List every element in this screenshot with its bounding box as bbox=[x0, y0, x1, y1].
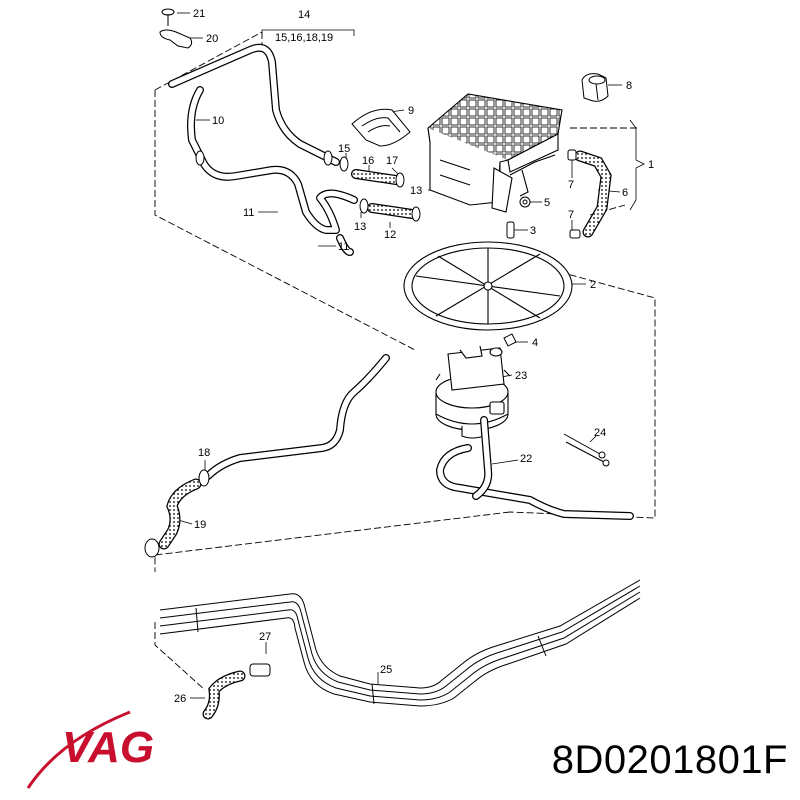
callout-13-upper: 13 bbox=[410, 185, 422, 197]
callout-1: 1 bbox=[648, 159, 654, 171]
hose-clamps bbox=[144, 149, 581, 677]
callout-27: 27 bbox=[259, 631, 271, 643]
callout-26: 26 bbox=[174, 693, 186, 705]
callout-14-subparts: 15,16,18,19 bbox=[275, 32, 333, 44]
callout-11-lower: 11 bbox=[338, 241, 349, 253]
callout-20: 20 bbox=[206, 33, 218, 45]
logo-text: VAG bbox=[62, 723, 154, 772]
wire-clips bbox=[563, 433, 610, 467]
callout-7-upper: 7 bbox=[568, 179, 574, 191]
callout-12: 12 bbox=[384, 229, 396, 241]
callout-5: 5 bbox=[544, 197, 550, 209]
pump-assembly bbox=[435, 345, 511, 439]
callout-11-upper: 11 bbox=[243, 207, 254, 219]
part-number: 8D0201801F bbox=[551, 738, 788, 782]
fuel-line-bundle bbox=[159, 579, 641, 707]
callout-22: 22 bbox=[520, 453, 532, 465]
callout-21: 21 bbox=[193, 8, 205, 20]
callout-6: 6 bbox=[622, 187, 628, 199]
callout-19: 19 bbox=[194, 519, 206, 531]
callout-3: 3 bbox=[530, 225, 536, 237]
screw-and-clip bbox=[159, 8, 193, 49]
callout-10: 10 bbox=[212, 115, 224, 127]
mounting-ring bbox=[403, 241, 573, 331]
callout-18: 18 bbox=[198, 447, 210, 459]
charcoal-canister bbox=[427, 93, 563, 213]
callout-17: 17 bbox=[386, 155, 398, 167]
callout-13-lower: 13 bbox=[354, 221, 366, 233]
callout-23: 23 bbox=[515, 370, 527, 382]
callout-labels: 21 20 14 15,16,18,19 10 9 8 1 15 16 17 7… bbox=[174, 8, 654, 705]
grommet-part bbox=[581, 73, 609, 102]
callout-15: 15 bbox=[338, 143, 350, 155]
callout-7-lower: 7 bbox=[568, 209, 574, 221]
callout-4: 4 bbox=[532, 337, 538, 349]
callout-24: 24 bbox=[594, 427, 606, 439]
corrugated-hoses bbox=[158, 150, 612, 720]
callout-14: 14 bbox=[298, 9, 310, 21]
logo-swoosh-icon bbox=[26, 710, 131, 789]
callout-16: 16 bbox=[362, 155, 374, 167]
small-fittings bbox=[503, 196, 531, 347]
callout-8: 8 bbox=[626, 80, 632, 92]
callout-25: 25 bbox=[380, 664, 392, 676]
cover-cap-part bbox=[351, 108, 411, 147]
callout-9: 9 bbox=[408, 105, 414, 117]
callout-2: 2 bbox=[590, 279, 596, 291]
vag-logo: VAG bbox=[26, 710, 154, 789]
